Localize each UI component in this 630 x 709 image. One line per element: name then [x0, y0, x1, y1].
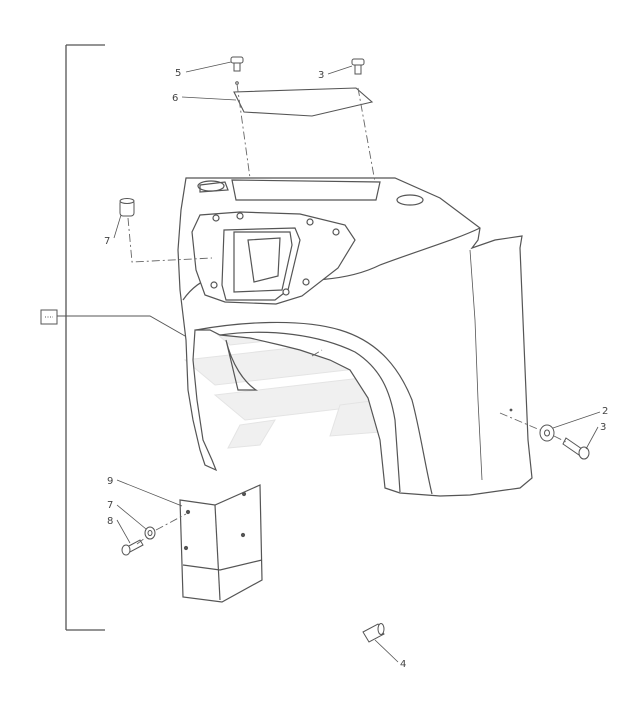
callout-5: 5	[175, 68, 181, 79]
access-panel	[191, 211, 356, 305]
washer-lower	[144, 526, 156, 540]
callout-9: 9	[107, 476, 113, 487]
callout-4: 4	[400, 659, 406, 670]
washer-right	[539, 424, 555, 442]
rubber-bumper	[119, 198, 135, 217]
assembly-lines	[127, 83, 567, 545]
pin	[362, 623, 385, 643]
bolt-right	[562, 437, 590, 460]
bolt-top-right	[351, 58, 365, 75]
mount-hole	[509, 408, 513, 412]
callout-labels: 5 3 6 7 2 3 9 7 8 4	[104, 68, 608, 670]
callout-3-right: 3	[600, 422, 606, 433]
side-bracket	[179, 484, 263, 603]
callout-7-upper: 7	[104, 236, 110, 247]
callout-2: 2	[602, 406, 608, 417]
callout-7-lower: 7	[107, 500, 113, 511]
assembly-bracket	[65, 44, 105, 631]
callout-8: 8	[107, 516, 113, 527]
bolt-top-left	[230, 56, 244, 85]
callout-6: 6	[172, 93, 178, 104]
assembly-marker	[40, 309, 193, 341]
cover-plate	[233, 87, 374, 117]
callout-3-top: 3	[318, 70, 324, 81]
leader-lines	[113, 61, 601, 663]
